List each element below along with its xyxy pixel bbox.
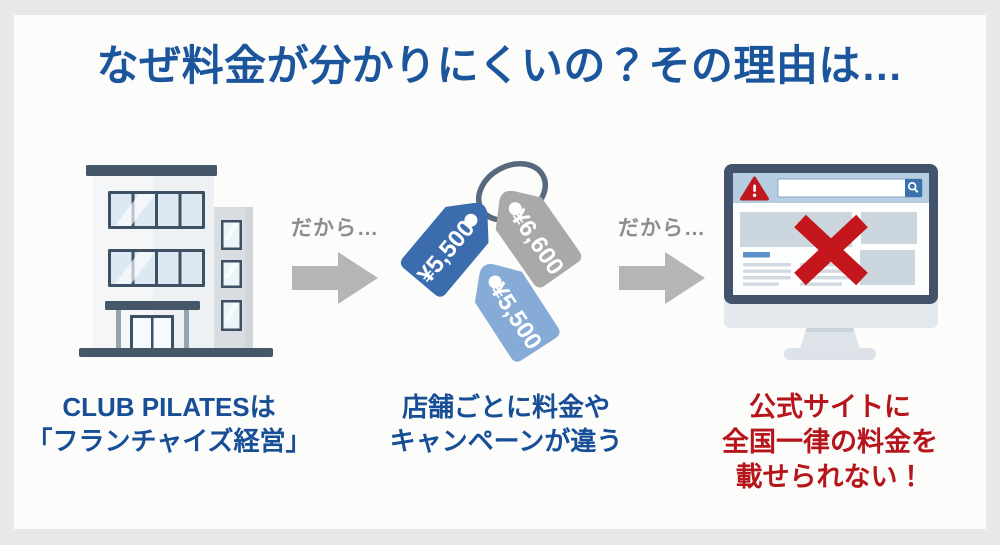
caption-prices-differ: 店舗ごとに料金や キャンペーンが違う [346, 390, 666, 458]
search-icon [907, 182, 919, 193]
window-row [108, 191, 205, 229]
monitor-error-icon [720, 160, 942, 362]
building-icon [78, 162, 274, 359]
annex-windows [221, 220, 242, 331]
arrow-label: だから… [291, 217, 379, 240]
webpage-placeholder-blocks [740, 212, 917, 286]
search-bar [777, 178, 923, 198]
caption-line: キャンペーンが違う [389, 426, 623, 456]
entrance [105, 301, 200, 348]
price-tags-icon: ¥6,600 ¥5,500 ¥5,500 [398, 156, 608, 370]
caption-line: 公式サイトに [749, 392, 911, 422]
page-title: なぜ料金が分かりにくいの？その理由は… [96, 42, 904, 89]
arrow-right-icon [292, 252, 378, 304]
caption-line: 店舗ごとに料金や [401, 392, 610, 422]
caption-line: 載せられない！ [735, 462, 925, 492]
caption-franchise: CLUB PILATESは 「フランチャイズ経営」 [9, 390, 329, 458]
arrow-label: だから… [618, 217, 706, 240]
building-illustration [79, 165, 273, 357]
warning-triangle-icon [740, 176, 769, 201]
caption-no-uniform-pricing: 公式サイトに 全国一律の料金を 載せられない！ [670, 390, 990, 495]
monitor-illustration [724, 164, 938, 360]
arrow-step-1: だから… [291, 212, 379, 304]
arrow-right-icon [619, 252, 705, 304]
window-row [108, 249, 205, 287]
x-mark-icon [794, 214, 868, 286]
caption-line: 全国一律の料金を [722, 427, 938, 457]
caption-line: 「フランチャイズ経営」 [26, 426, 312, 456]
price-tags-illustration: ¥6,600 ¥5,500 ¥5,500 [398, 161, 585, 365]
arrow-step-2: だから… [618, 212, 706, 304]
caption-line: CLUB PILATESは [62, 392, 276, 422]
